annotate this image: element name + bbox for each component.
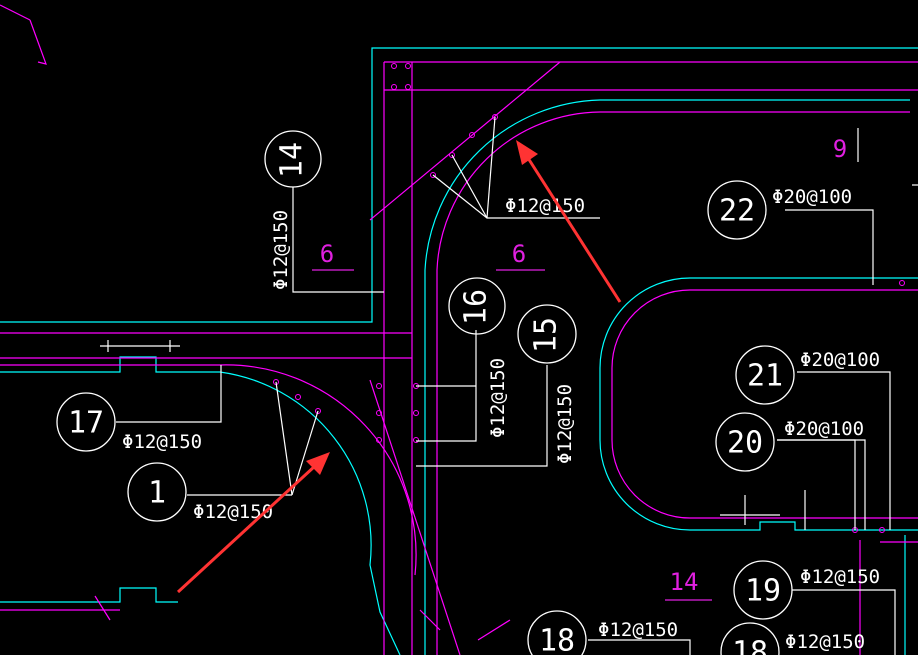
bubble-20: 20 (727, 426, 763, 461)
bubble-22: 22 (719, 194, 755, 229)
rebar-label-22: Φ20@100 (772, 186, 852, 208)
bubble-16: 16 (459, 289, 494, 325)
bubble-circles (56, 130, 795, 655)
bubble-18-a: 18 (539, 624, 575, 655)
room-label-center: 6 (512, 240, 526, 268)
arrow-upper-head (516, 140, 538, 165)
room-labels: 6 6 9 14 (320, 135, 847, 596)
room-label-right: 9 (833, 135, 847, 163)
rebar-label-21: Φ20@100 (800, 349, 880, 371)
bubble-15: 15 (529, 317, 564, 353)
bubble-19: 19 (745, 574, 781, 609)
bubble-14: 14 (275, 142, 310, 178)
rebar-label-18-a: Φ12@150 (598, 619, 678, 641)
arrow-lower-line (176, 464, 317, 594)
bubble-18-b: 18 (732, 636, 768, 655)
rebar-lines (0, 4, 918, 655)
bubble-numbers: 14 16 15 17 1 22 21 20 19 18 18 (68, 142, 783, 655)
rebar-label-16: Φ12@150 (487, 358, 509, 438)
room-label-left: 6 (320, 240, 334, 268)
rebar-label-20: Φ20@100 (784, 418, 864, 440)
rebar-label-14: Φ12@150 (270, 210, 292, 290)
room-label-underlines (312, 269, 712, 601)
rebar-label-18-b: Φ12@150 (785, 631, 865, 653)
bubble-21: 21 (747, 359, 783, 394)
rebar-label-17: Φ12@150 (122, 431, 202, 453)
leader-lines (100, 116, 918, 655)
rebar-labels: Φ12@150 Φ12@150 Φ12@150 Φ12@150 Φ12@150 … (122, 186, 880, 653)
wall-outlines (0, 47, 918, 655)
rebar-label-1: Φ12@150 (193, 501, 273, 523)
rebar-dots (273, 63, 905, 533)
bubble-1: 1 (148, 476, 166, 511)
arrow-lower-head (306, 452, 330, 475)
rebar-label-top: Φ12@150 (505, 195, 585, 217)
room-label-bottom: 14 (670, 568, 699, 596)
rebar-label-15: Φ12@150 (554, 384, 576, 464)
bubble-17: 17 (68, 406, 104, 441)
arrow-upper-line (526, 157, 622, 303)
rebar-label-19: Φ12@150 (800, 566, 880, 588)
annotation-arrows (176, 140, 622, 594)
